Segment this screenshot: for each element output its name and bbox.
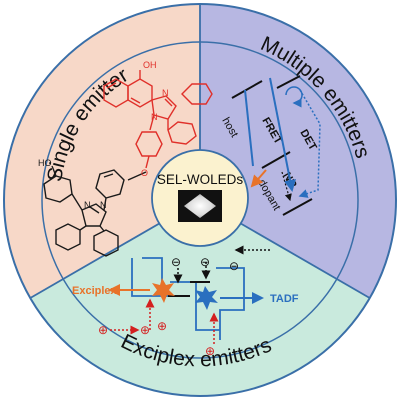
blue-burst [195,286,218,310]
o-label: O [141,168,148,178]
center-title: SEL-WOLEDs [157,172,244,187]
multiple-emitters-sector [200,4,396,298]
tadf-text: TADF [270,293,299,305]
black-molecule-fragment [43,165,147,257]
electron-symbol-3: ⊖ [229,259,239,273]
exciplex-text: Exciplex [72,285,118,297]
fret-down-arrow [269,77,296,192]
det-arrow [298,89,321,198]
orange-burst [152,278,175,303]
single-emitter-sector [4,4,201,298]
isc-loop-arrow [285,86,303,108]
oh-left-label: HO [38,158,52,168]
hole-symbol-4: ⊕ [205,344,215,358]
electron-symbol-2: ⊖ [200,255,210,269]
hole-symbol-2: ⊕ [140,323,150,337]
nr-arrow [281,171,292,202]
single-emitter-molecule [43,70,213,257]
n1-label: N [162,88,169,98]
exciplex-diagram: Exciplex TADF ⊖ ⊖ ⊖ ⊕ ⊕ ⊕ ⊕ [72,245,299,358]
exciplex-levels [168,281,210,297]
n2-label: N [151,112,158,122]
hole-symbol-3: ⊕ [157,319,167,333]
hole-symbol-1: ⊕ [98,323,108,337]
band-steps [131,257,245,340]
center-badge: SEL-WOLEDs [151,149,249,247]
red-molecule-fragment [103,70,213,169]
electron-symbol-1: ⊖ [171,255,181,269]
energy-levels [231,75,313,216]
oh-top-label: OH [143,60,157,70]
device-glow [184,194,216,218]
orange-emission-arrow [250,169,267,188]
sector-backgrounds [4,4,396,396]
fret-arrow [244,89,254,167]
n3-label: N [84,200,91,210]
n4-label: N [100,200,107,210]
